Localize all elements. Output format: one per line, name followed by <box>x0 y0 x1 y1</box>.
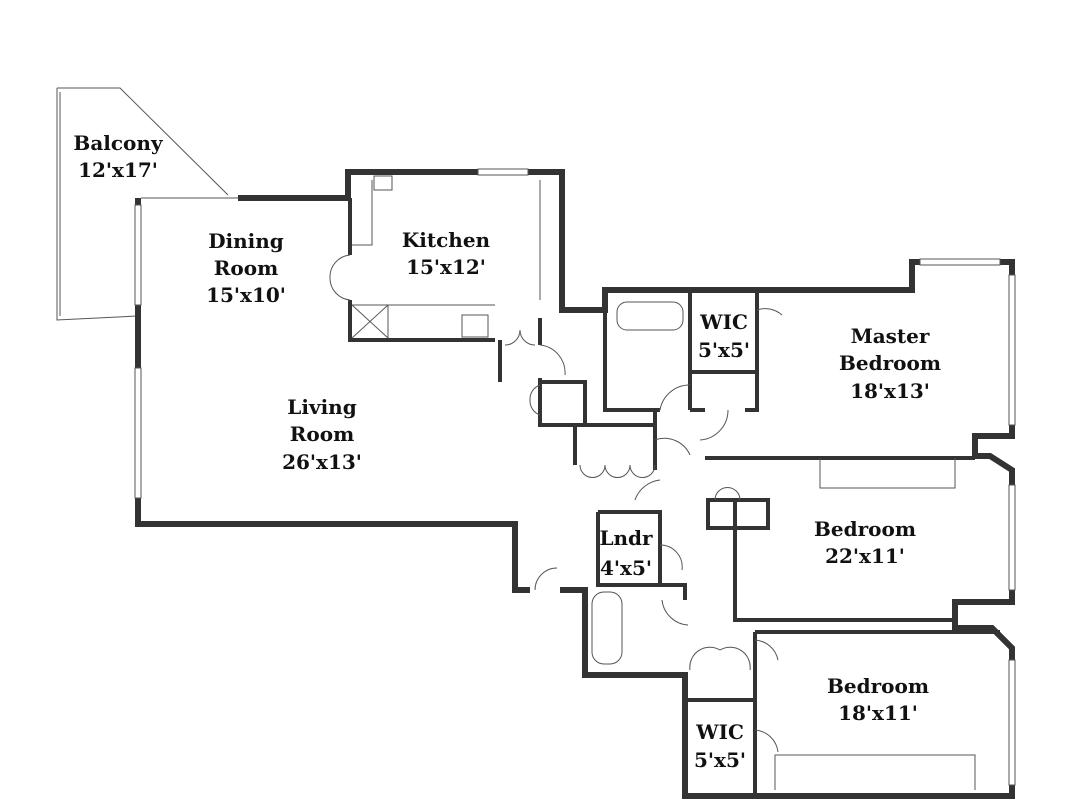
window <box>1008 484 1016 591</box>
bathtub <box>616 301 684 331</box>
kitchen-counter <box>351 180 541 339</box>
window <box>1008 659 1016 786</box>
window <box>919 258 1001 266</box>
window <box>134 204 142 306</box>
window <box>1008 274 1016 426</box>
bathtub <box>591 591 623 665</box>
stove <box>461 314 489 338</box>
window <box>477 168 529 176</box>
sink <box>373 175 393 191</box>
door-swing <box>329 254 783 753</box>
balcony-outline <box>56 87 229 321</box>
closet-shelf <box>774 458 976 790</box>
window <box>134 367 142 499</box>
